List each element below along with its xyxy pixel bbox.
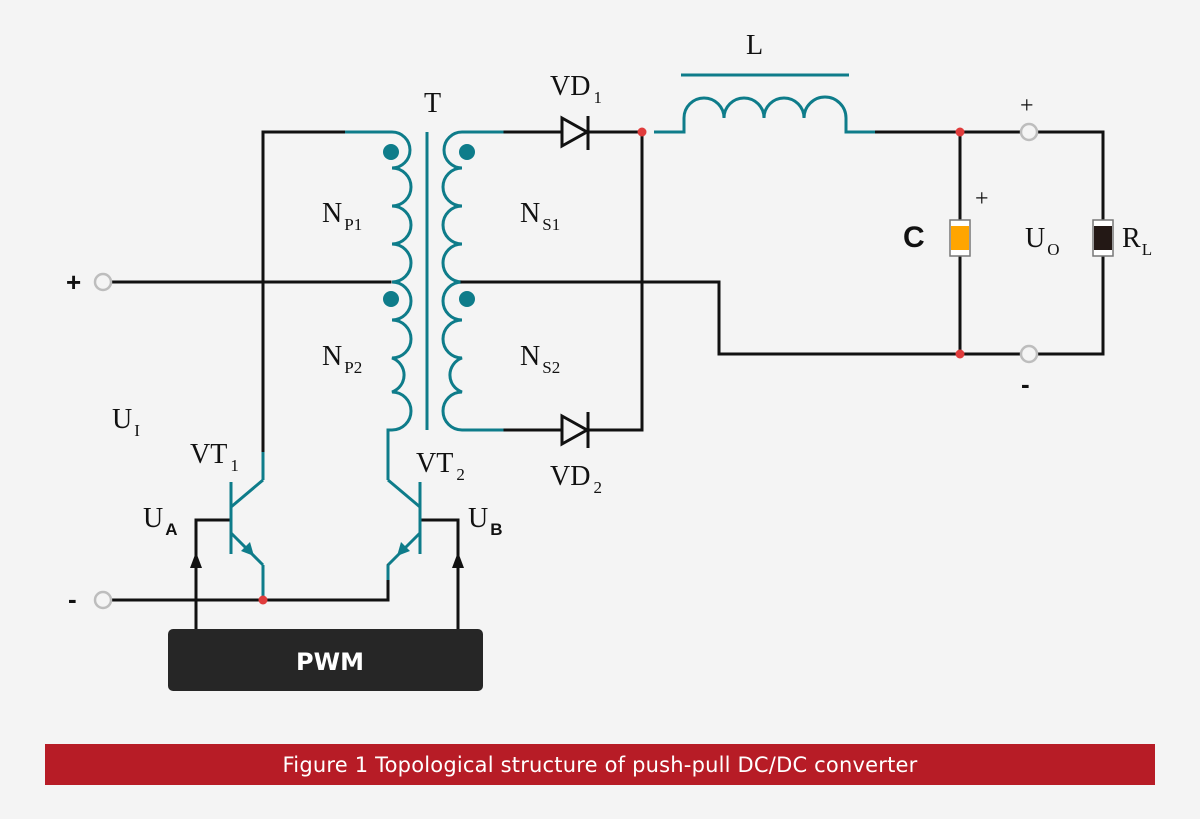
capacitor: [949, 219, 971, 257]
junction-cap-bottom: [955, 349, 965, 359]
wire-center-tap-return: [460, 280, 1105, 356]
pwm-label: PWM: [296, 648, 364, 676]
terminal-input-plus[interactable]: [93, 272, 113, 292]
polarity-dot-np1: [383, 144, 399, 160]
wire-ub-drive: [418, 518, 460, 632]
winding-np1: [345, 130, 413, 284]
label-rl: RL: [1122, 223, 1152, 259]
inductor-winding: [654, 95, 875, 134]
ub-arrow-icon: [452, 552, 464, 568]
figure-caption: Figure 1 Topological structure of push-p…: [45, 744, 1155, 785]
polarity-dot-np2: [383, 291, 399, 307]
label-inductor: L: [746, 30, 763, 61]
label-input-plus: +: [66, 267, 81, 297]
wire-ua-drive: [194, 518, 232, 632]
label-transformer: T: [424, 88, 441, 119]
diode-vd2: [560, 412, 591, 448]
polarity-dot-ns1: [459, 144, 475, 160]
terminal-input-minus[interactable]: [93, 590, 113, 610]
load-resistor: [1092, 219, 1114, 257]
transformer: [345, 130, 505, 480]
terminal-output-minus[interactable]: [1019, 344, 1039, 364]
wire-np1-top: [261, 130, 347, 454]
pwm-block: PWM: [168, 629, 483, 691]
polarity-dot-ns2: [459, 291, 475, 307]
label-output-minus: -: [1021, 369, 1030, 399]
junction-vd-output: [637, 127, 647, 137]
terminal-output-plus[interactable]: [1019, 122, 1039, 142]
junction-cap-top: [955, 127, 965, 137]
label-output-plus: +: [1020, 93, 1034, 119]
secondary-wires: [460, 130, 1105, 432]
label-input-minus: -: [68, 584, 77, 614]
inductor: [654, 73, 875, 134]
winding-np2: [386, 280, 413, 452]
transistor-vt2: [386, 478, 422, 580]
primary-wires: [110, 130, 460, 632]
diode-vd1: [560, 115, 591, 150]
transistor-vt1: [229, 452, 265, 600]
label-capacitor: C: [903, 221, 925, 254]
ua-arrow-icon: [190, 552, 202, 568]
winding-ns2: [441, 280, 505, 432]
junction-vt1-emitter: [258, 595, 268, 605]
label-cap-polarity: +: [975, 186, 989, 212]
winding-ns1: [441, 130, 505, 284]
